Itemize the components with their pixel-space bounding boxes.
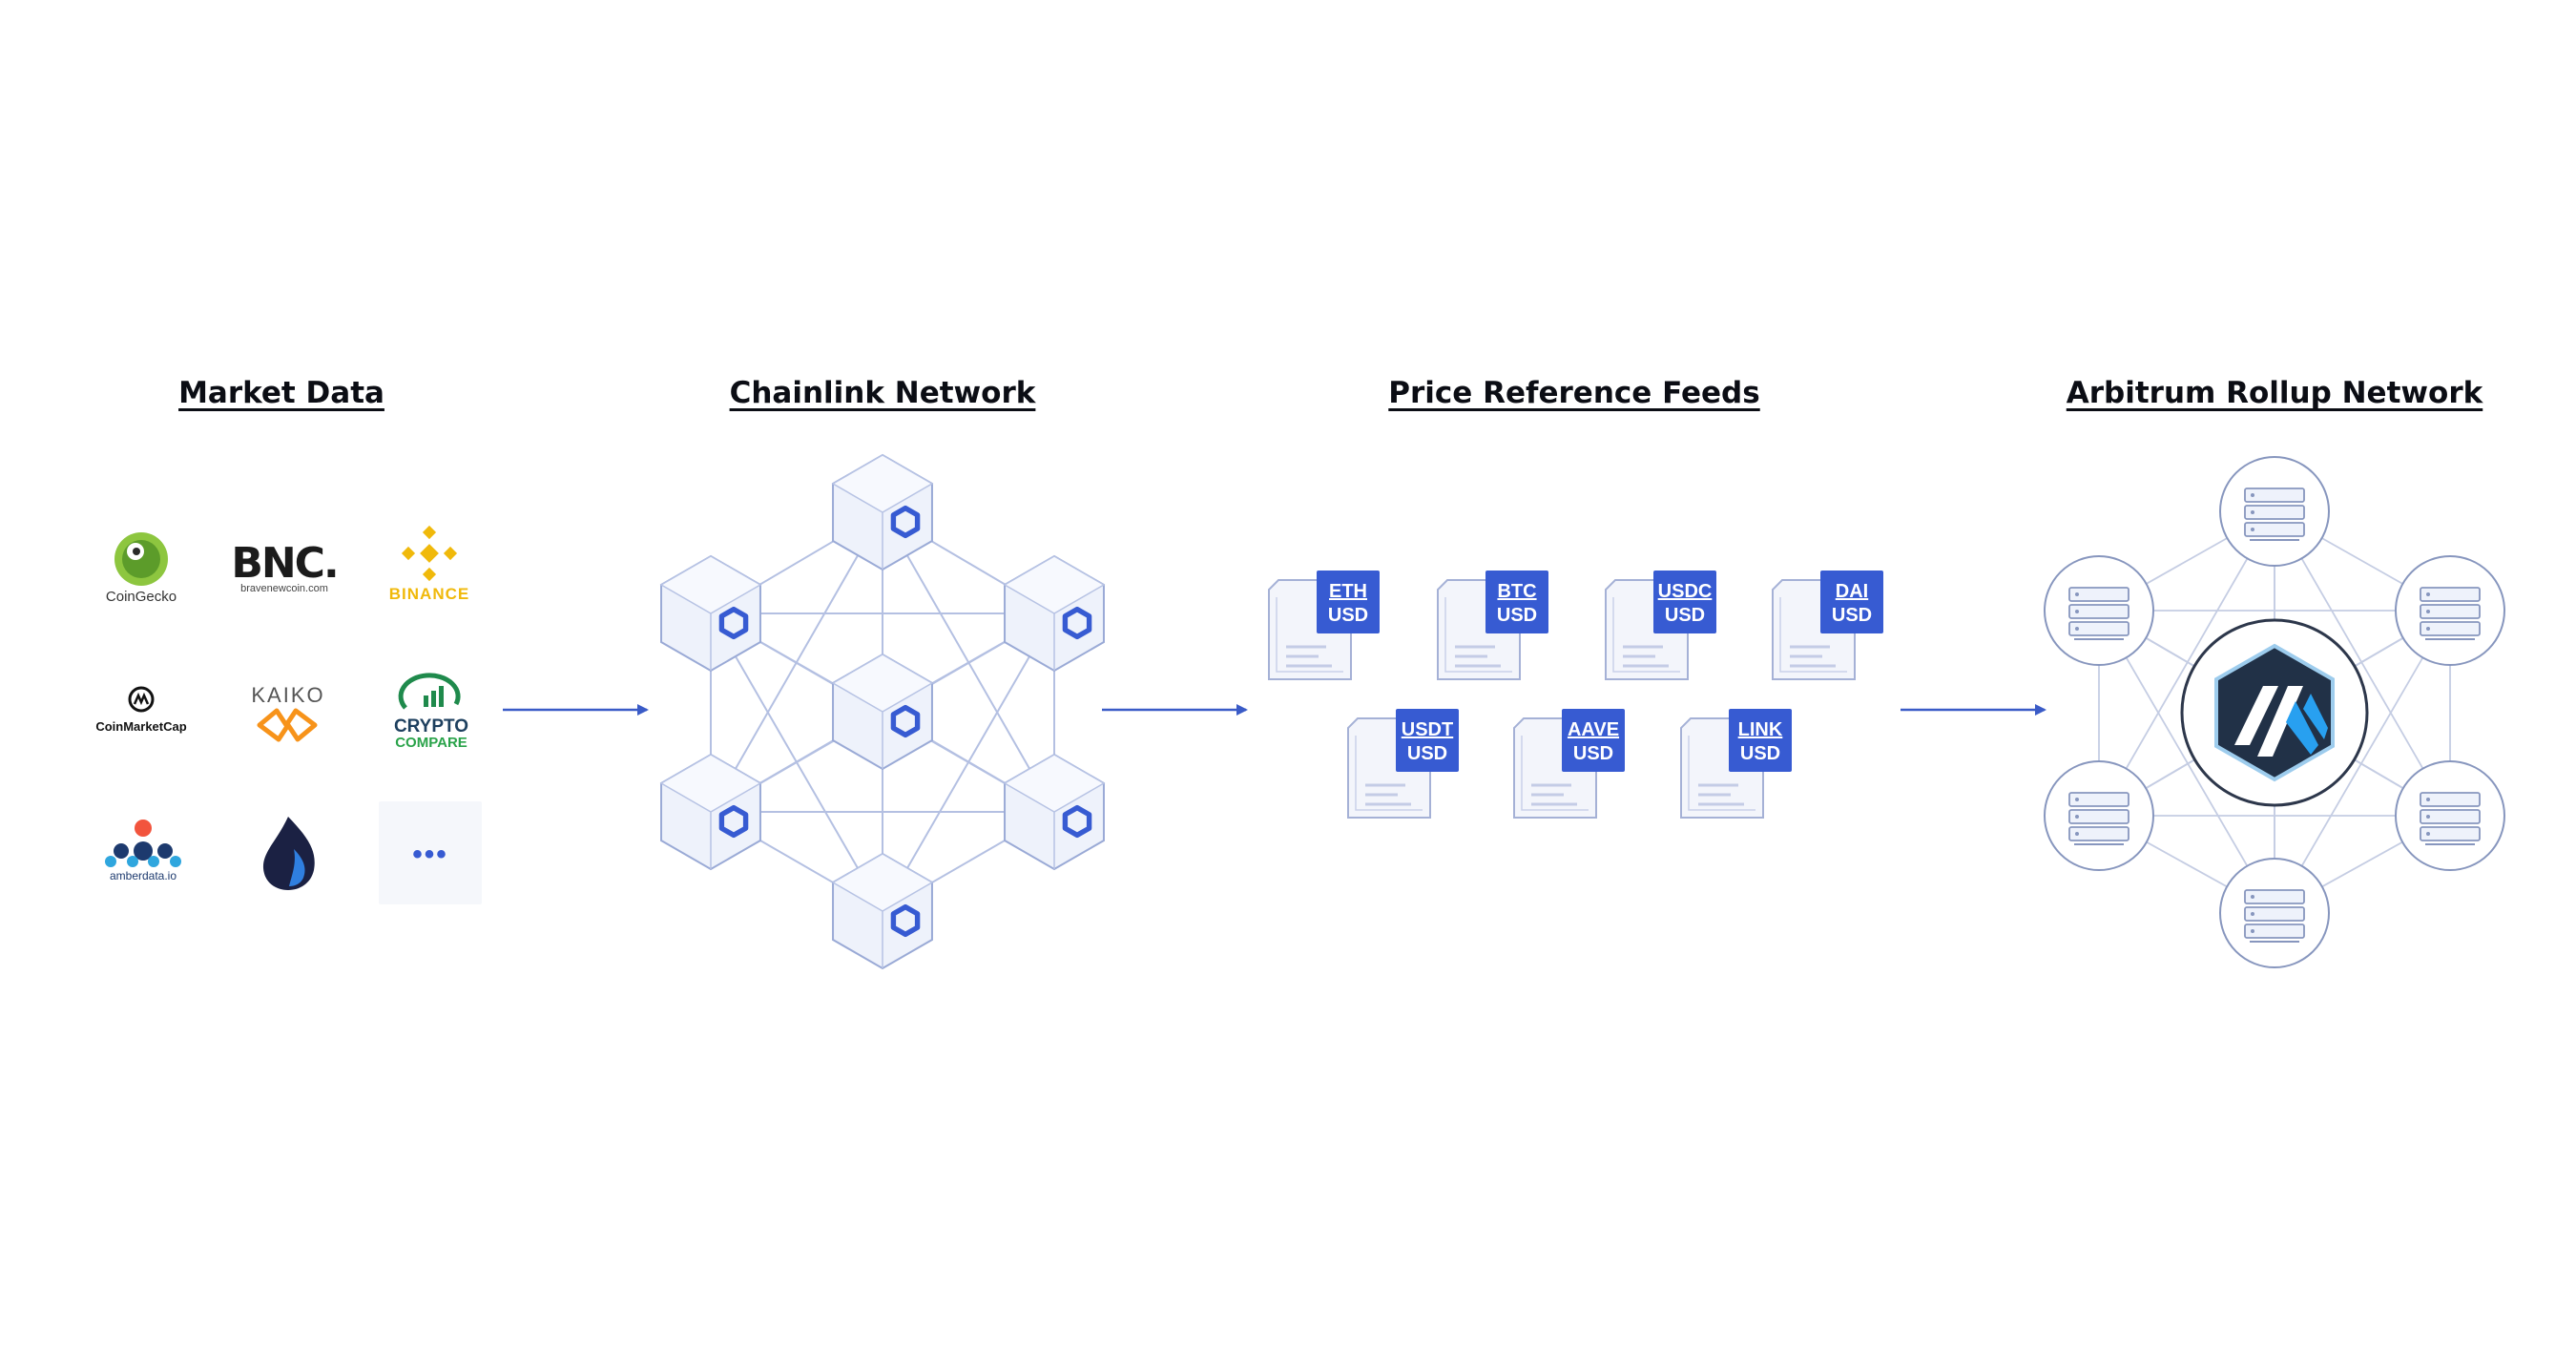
bnc-sub-label: bravenewcoin.com bbox=[240, 583, 328, 594]
feed-quote-label: USD bbox=[1573, 743, 1613, 764]
feed-quote-label: USD bbox=[1665, 605, 1705, 626]
arbitrum-server-node bbox=[2395, 760, 2505, 871]
cryptocompare-logo: CRYPTO COMPARE bbox=[394, 673, 468, 751]
feed-badge bbox=[1653, 571, 1716, 633]
feed-item: ETH USD bbox=[1268, 571, 1380, 680]
feed-base-label: BTC bbox=[1497, 581, 1536, 602]
server-icon bbox=[2420, 587, 2481, 640]
market-data-title: Market Data bbox=[178, 376, 384, 410]
arbitrum-server-node bbox=[2044, 555, 2154, 666]
kaiko-icon bbox=[257, 708, 318, 742]
server-icon bbox=[2244, 889, 2305, 943]
chainlink-node-cube bbox=[831, 852, 934, 970]
server-icon bbox=[2420, 792, 2481, 845]
bnc-icon: BNC. bbox=[231, 539, 337, 588]
feed-badge bbox=[1729, 709, 1792, 772]
kaiko-logo: KAIKO bbox=[251, 683, 324, 742]
feed-base-label: DAI bbox=[1836, 581, 1868, 602]
binance-label: BINANCE bbox=[389, 585, 469, 603]
feed-item: BTC USD bbox=[1437, 571, 1548, 680]
feed-item: AAVE USD bbox=[1513, 709, 1625, 819]
feed-base-label: AAVE bbox=[1568, 719, 1619, 740]
server-icon bbox=[2068, 587, 2129, 640]
feed-base-label: USDC bbox=[1658, 581, 1713, 602]
chainlink-node-cube bbox=[659, 753, 762, 871]
more-logo: ••• bbox=[379, 801, 482, 904]
cryptocompare-sub-label: COMPARE bbox=[395, 735, 467, 751]
feed-badge bbox=[1820, 571, 1883, 633]
arbitrum-server-node bbox=[2395, 555, 2505, 666]
market-logos: CoinGecko BNC. bravenewcoin.com BINANCE … bbox=[95, 525, 482, 904]
arbitrum-server-node bbox=[2219, 456, 2330, 567]
huobi-logo bbox=[262, 817, 315, 890]
server-icon bbox=[2068, 792, 2129, 845]
feed-quote-label: USD bbox=[1407, 743, 1447, 764]
chainlink-node-cube bbox=[1003, 753, 1106, 871]
chainlink-nodes bbox=[659, 453, 1106, 970]
cryptocompare-icon bbox=[398, 673, 461, 710]
coingecko-logo: CoinGecko bbox=[106, 532, 177, 605]
feed-item: USDC USD bbox=[1605, 571, 1716, 680]
arbitrum-edge bbox=[2274, 610, 2451, 914]
kaiko-label: KAIKO bbox=[251, 683, 324, 707]
feed-quote-label: USD bbox=[1740, 743, 1780, 764]
server-icon bbox=[2244, 488, 2305, 541]
chainlink-node-cube bbox=[1003, 554, 1106, 673]
feed-quote-label: USD bbox=[1328, 605, 1368, 626]
feed-base-label: LINK bbox=[1738, 719, 1783, 740]
chainlink-node-cube bbox=[831, 653, 934, 771]
chainlink-node-cube bbox=[659, 554, 762, 673]
chainlink-network bbox=[659, 453, 1106, 970]
arbitrum-server-node bbox=[2219, 858, 2330, 968]
cryptocompare-label: CRYPTO bbox=[394, 716, 468, 737]
arbitrum-center bbox=[2180, 618, 2369, 807]
feed-item: DAI USD bbox=[1772, 571, 1883, 680]
feed-quote-label: USD bbox=[1832, 605, 1872, 626]
chainlink-network-title: Chainlink Network bbox=[729, 376, 1036, 410]
bnc-logo: BNC. bravenewcoin.com bbox=[231, 539, 339, 594]
amberdata-label: amberdata.io bbox=[110, 869, 177, 882]
amberdata-icon bbox=[105, 820, 181, 867]
arbitrum-network bbox=[2044, 456, 2505, 968]
feed-badge bbox=[1396, 709, 1459, 772]
amberdata-logo: amberdata.io bbox=[105, 820, 181, 882]
feed-badge bbox=[1485, 571, 1548, 633]
arbitrum-network-title: Arbitrum Rollup Network bbox=[2066, 376, 2483, 410]
coinmarketcap-icon bbox=[128, 686, 155, 713]
arbitrum-edge bbox=[2098, 610, 2275, 914]
feed-item: LINK USD bbox=[1680, 709, 1792, 819]
chainlink-node-cube bbox=[831, 453, 934, 571]
more-tile bbox=[379, 801, 482, 904]
feed-base-label: ETH bbox=[1329, 581, 1367, 602]
arbitrum-nodes bbox=[2044, 456, 2505, 968]
arbitrum-server-node bbox=[2044, 760, 2154, 871]
arbitrum-edge bbox=[2098, 510, 2275, 817]
coinmarketcap-logo: CoinMarketCap bbox=[95, 686, 187, 734]
coingecko-label: CoinGecko bbox=[106, 589, 177, 605]
price-feeds: ETHUSDBTCUSDUSDCUSDDAIUSDUSDTUSDAAVEUSDL… bbox=[1268, 571, 1883, 819]
coinmarketcap-label: CoinMarketCap bbox=[95, 719, 186, 734]
binance-logo: BINANCE bbox=[389, 525, 469, 603]
price-feeds-title: Price Reference Feeds bbox=[1388, 376, 1760, 410]
feed-item: USDT USD bbox=[1347, 709, 1459, 819]
feed-badge bbox=[1562, 709, 1625, 772]
feed-quote-label: USD bbox=[1497, 605, 1537, 626]
more-icon: ••• bbox=[412, 839, 448, 870]
huobi-flame-icon bbox=[262, 817, 315, 890]
arbitrum-edge bbox=[2274, 510, 2451, 817]
binance-icon bbox=[401, 525, 458, 582]
arbitrum-logo-icon bbox=[2214, 643, 2335, 782]
feed-base-label: USDT bbox=[1402, 719, 1453, 740]
feed-badge bbox=[1317, 571, 1380, 633]
